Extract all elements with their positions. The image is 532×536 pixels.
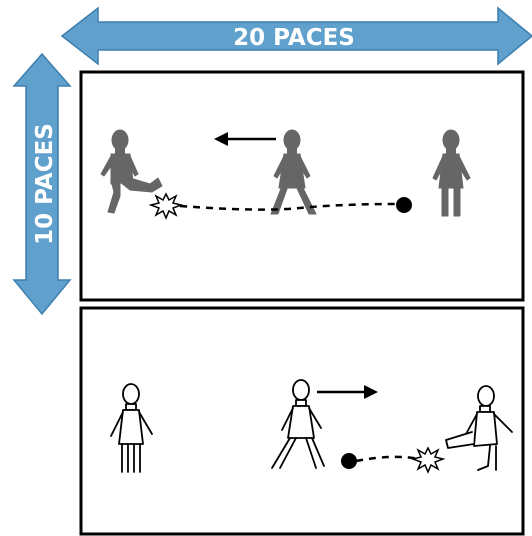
movement-arrow-left: [214, 132, 276, 146]
impact-star-bottom: [410, 446, 446, 474]
kicking-player-figure: [100, 129, 163, 214]
top-drill-panel: [79, 70, 525, 302]
standing-player-outline: [110, 383, 153, 473]
height-dimension-arrow: 10 PACES: [12, 52, 72, 316]
width-arrow-shape: [60, 6, 532, 66]
bottom-drill-panel: [79, 306, 525, 536]
height-arrow-shape: [12, 52, 72, 316]
movement-arrow-right: [317, 385, 378, 399]
middle-player-outline: [271, 379, 325, 469]
standing-player-figure: [432, 129, 471, 217]
ball-path-top: [179, 202, 399, 211]
kicking-player-outline: [445, 385, 513, 471]
width-label: 20 PACES: [233, 25, 355, 51]
ball-top: [396, 197, 412, 213]
ball-bottom: [341, 453, 357, 469]
middle-player-figure: [270, 129, 317, 215]
impact-star-top: [148, 192, 184, 220]
width-dimension-arrow: 20 PACES: [60, 6, 532, 66]
height-label: 10 PACES: [32, 123, 58, 245]
